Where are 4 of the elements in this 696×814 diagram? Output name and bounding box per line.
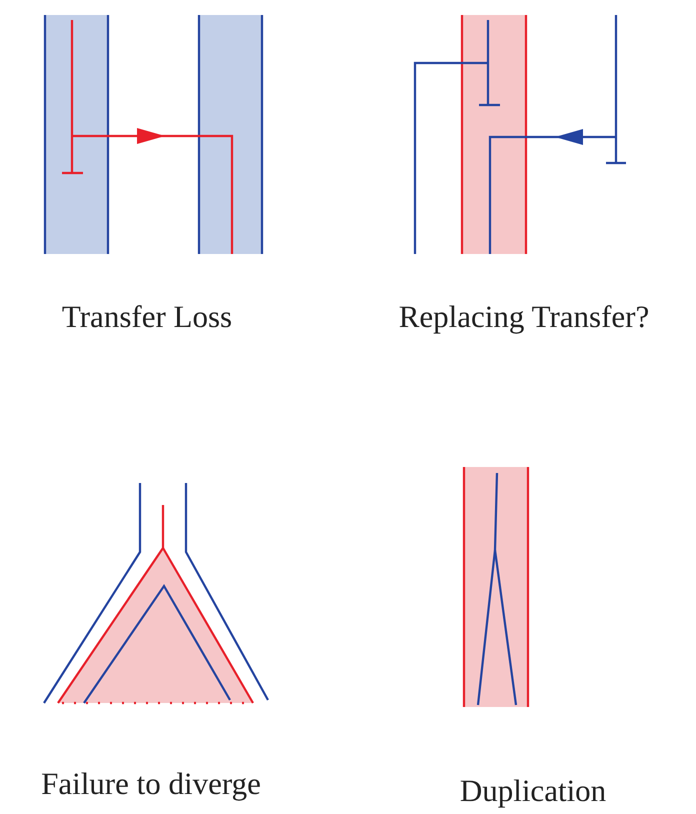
panel-caption: Duplication — [460, 772, 606, 810]
panel-caption: Transfer Loss — [62, 298, 232, 336]
panel-caption: Failure to diverge — [41, 765, 261, 802]
panel-caption: Replacing Transfer? — [398, 298, 650, 336]
